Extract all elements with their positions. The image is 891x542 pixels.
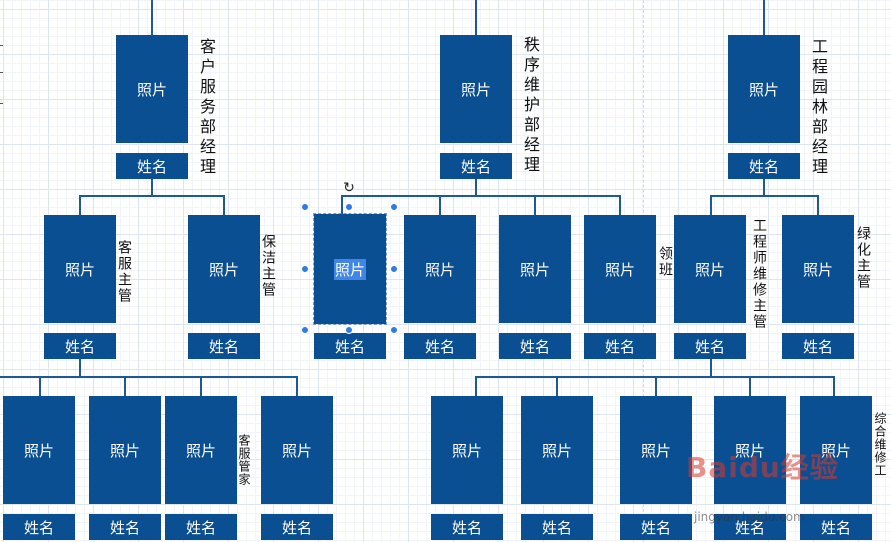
title-cleaning-supervisor[interactable]: 保洁主管 <box>260 234 276 298</box>
order-staff-photo-3[interactable]: 照片 <box>499 215 571 323</box>
connector-line <box>39 376 41 396</box>
cs-staff-photo-1[interactable]: 照片 <box>3 396 75 504</box>
eng-staff-photo-1[interactable]: 照片 <box>431 396 503 504</box>
order-staff-photo-2[interactable]: 照片 <box>404 215 476 323</box>
manager-name-order-maintenance[interactable]: 姓名 <box>440 153 512 179</box>
connector-line <box>710 195 712 215</box>
cs-staff-photo-3[interactable]: 照片 <box>165 396 237 504</box>
connector-line <box>817 195 819 215</box>
connector-line <box>151 0 153 35</box>
connector-line <box>475 0 477 35</box>
cs-staff-name-4[interactable]: 姓名 <box>261 514 333 540</box>
connector-line <box>833 376 835 396</box>
manager-name-customer-service[interactable]: 姓名 <box>116 153 188 179</box>
order-staff-name-1[interactable]: 姓名 <box>314 333 386 359</box>
supervisor-photo-cleaning[interactable]: 照片 <box>188 215 260 323</box>
eng-staff-photo-4[interactable]: 照片 <box>714 396 786 504</box>
title-customer-butler[interactable]: 客服管家 <box>237 434 251 486</box>
cs-staff-name-3[interactable]: 姓名 <box>165 514 237 540</box>
manager-name-engineering-garden[interactable]: 姓名 <box>728 153 800 179</box>
title-general-maintenance[interactable]: 综合维修工 <box>873 412 887 477</box>
resize-handle-se[interactable] <box>390 326 398 334</box>
title-engineering-garden-manager[interactable]: 工程园林部经理 <box>809 38 828 178</box>
connector-line <box>710 195 819 197</box>
title-engineer-maintenance-supervisor[interactable]: 工程师维修主管 <box>751 218 767 330</box>
cs-staff-name-1[interactable]: 姓名 <box>3 514 75 540</box>
connector-line <box>79 359 81 377</box>
order-staff-name-2[interactable]: 姓名 <box>404 333 476 359</box>
order-staff-name-3[interactable]: 姓名 <box>499 333 571 359</box>
edge-mark <box>0 72 3 73</box>
connector-line <box>296 376 298 396</box>
order-staff-photo-4[interactable]: 照片 <box>584 215 656 323</box>
supervisor-name-customer-service[interactable]: 姓名 <box>44 333 116 359</box>
connector-line <box>749 376 751 396</box>
title-order-maintenance-manager[interactable]: 秩序维护部经理 <box>521 36 540 176</box>
title-greening-supervisor[interactable]: 绿化主管 <box>855 226 871 290</box>
resize-handle-e[interactable] <box>390 265 398 273</box>
eng-staff-name-3[interactable]: 姓名 <box>620 514 692 540</box>
selected-text[interactable]: 照片 <box>333 258 366 280</box>
eng-staff-name-5[interactable]: 姓名 <box>800 514 872 540</box>
title-customer-service-supervisor[interactable]: 客服主管 <box>116 240 132 304</box>
cs-staff-photo-2[interactable]: 照片 <box>89 396 161 504</box>
rotate-handle-icon[interactable]: ↻ <box>343 180 355 196</box>
connector-line <box>223 195 225 215</box>
order-staff-name-4[interactable]: 姓名 <box>584 333 656 359</box>
connector-line <box>655 376 657 396</box>
cs-staff-photo-4[interactable]: 照片 <box>261 396 333 504</box>
connector-line <box>556 376 558 396</box>
title-customer-service-manager[interactable]: 客户服务部经理 <box>197 38 216 178</box>
connector-line <box>534 195 536 215</box>
connector-line <box>710 359 712 377</box>
connector-line <box>79 195 225 197</box>
resize-handle-nw[interactable] <box>301 203 309 211</box>
edge-mark <box>0 45 3 46</box>
connector-line <box>79 195 81 215</box>
connector-line <box>475 376 477 396</box>
connector-line <box>341 195 621 197</box>
eng-staff-name-4[interactable]: 姓名 <box>714 514 786 540</box>
connector-line <box>763 179 765 196</box>
supervisor-photo-customer-service[interactable]: 照片 <box>44 215 116 323</box>
connector-line <box>439 195 441 215</box>
resize-handle-s[interactable] <box>345 326 353 334</box>
supervisor-name-cleaning[interactable]: 姓名 <box>188 333 260 359</box>
connector-line <box>763 0 765 35</box>
connector-line <box>200 376 202 396</box>
resize-handle-sw[interactable] <box>301 326 309 334</box>
selected-photo-node[interactable]: 照片 <box>313 213 387 325</box>
connector-line <box>619 195 621 215</box>
eng-staff-name-1[interactable]: 姓名 <box>431 514 503 540</box>
manager-photo-order-maintenance[interactable]: 照片 <box>440 35 512 143</box>
resize-handle-ne[interactable] <box>390 203 398 211</box>
eng-staff-photo-3[interactable]: 照片 <box>620 396 692 504</box>
cs-staff-name-2[interactable]: 姓名 <box>89 514 161 540</box>
eng-staff-photo-2[interactable]: 照片 <box>521 396 593 504</box>
manager-photo-customer-service[interactable]: 照片 <box>116 35 188 143</box>
title-team-leader[interactable]: 领班 <box>657 246 673 278</box>
eng-staff-name-2[interactable]: 姓名 <box>521 514 593 540</box>
connector-line <box>475 179 477 196</box>
resize-handle-n[interactable] <box>345 203 353 211</box>
edge-mark <box>0 103 3 104</box>
supervisor-name-engineer-maintenance[interactable]: 姓名 <box>674 333 746 359</box>
supervisor-photo-greening[interactable]: 照片 <box>782 215 854 323</box>
connector-line <box>341 195 343 215</box>
supervisor-name-greening[interactable]: 姓名 <box>782 333 854 359</box>
connector-line <box>151 179 153 196</box>
resize-handle-w[interactable] <box>301 265 309 273</box>
manager-photo-engineering-garden[interactable]: 照片 <box>728 35 800 143</box>
eng-staff-photo-5[interactable]: 照片 <box>800 396 872 504</box>
supervisor-photo-engineer-maintenance[interactable]: 照片 <box>674 215 746 323</box>
connector-line <box>124 376 126 396</box>
connector-line <box>0 376 298 378</box>
